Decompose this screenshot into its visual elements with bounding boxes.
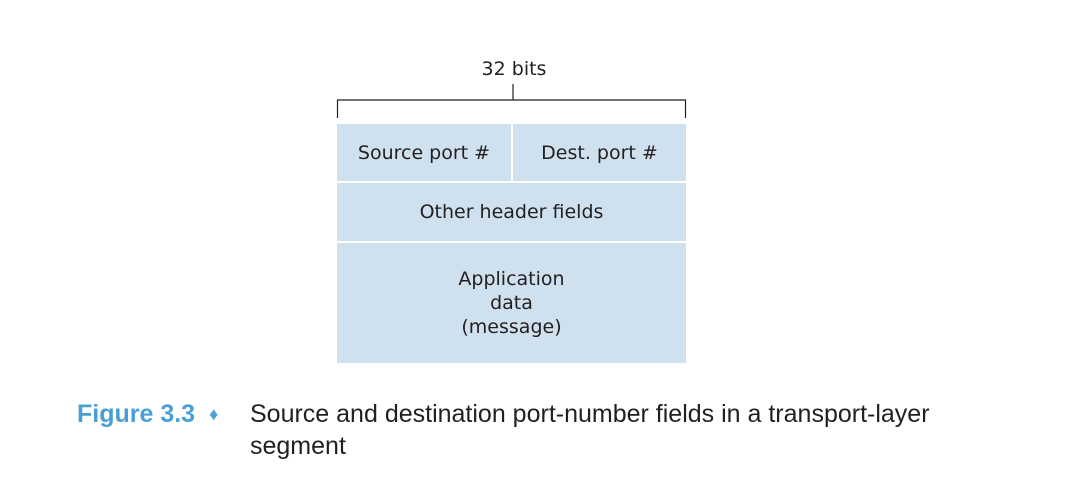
other-header-label: Other header fields xyxy=(419,201,604,223)
application-data-field: Application data (message) xyxy=(337,243,686,363)
dest-port-field: Dest. port # xyxy=(513,124,686,181)
application-data-line-3: (message) xyxy=(461,316,562,338)
other-header-field: Other header fields xyxy=(337,183,686,241)
source-port-label: Source port # xyxy=(357,141,491,164)
width-label: 32 bits xyxy=(481,58,547,80)
application-data-line-1: Application xyxy=(458,268,565,290)
dest-port-label: Dest. port # xyxy=(541,141,658,164)
diamond-icon: ♦ xyxy=(209,404,219,424)
application-data-line-2: data xyxy=(490,292,533,314)
figure-caption: Figure 3.3 ♦ Source and destination port-… xyxy=(77,398,977,460)
figure-number: Figure 3.3 xyxy=(77,400,196,428)
caption-text: Source and destination port-number field… xyxy=(250,400,930,460)
source-port-field: Source port # xyxy=(337,124,511,181)
